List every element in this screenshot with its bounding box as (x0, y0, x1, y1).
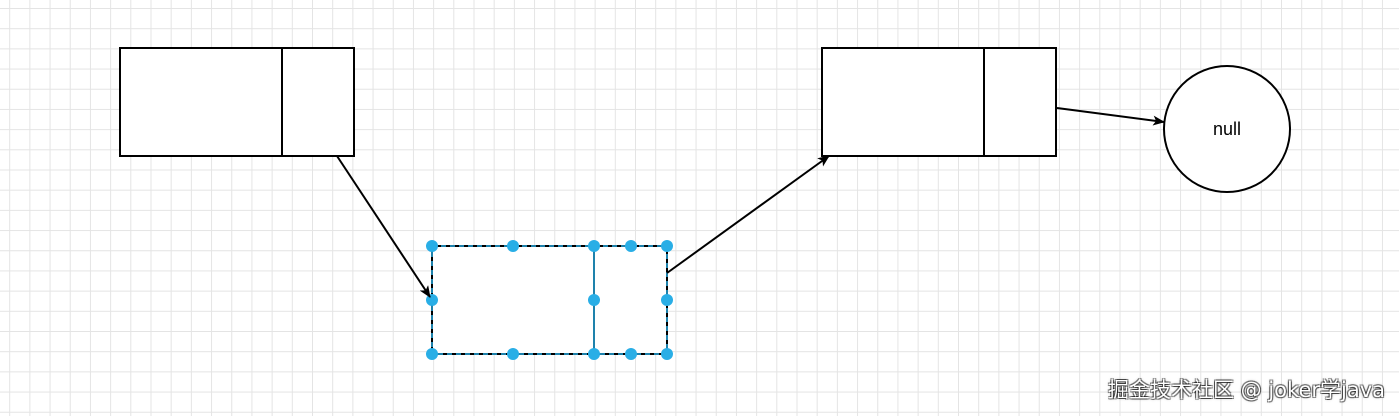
list-node-2[interactable] (821, 47, 1057, 157)
watermark-text: 掘金技术社区 @ joker学java (1108, 378, 1385, 402)
selection-handle[interactable] (588, 348, 600, 360)
arrow-new-to-node2[interactable] (666, 155, 830, 274)
list-node-2-pointer-cell[interactable] (983, 47, 1057, 157)
null-label: null (1213, 119, 1241, 139)
selection-handle[interactable] (426, 240, 438, 252)
selection-handle[interactable] (661, 240, 673, 252)
selection-handle[interactable] (507, 240, 519, 252)
list-node-new-pointer-cell[interactable] (593, 245, 668, 355)
arrow-node2-to-null[interactable] (1056, 107, 1165, 126)
selection-handle[interactable] (588, 294, 600, 306)
list-node-new-selected[interactable] (426, 240, 673, 360)
list-node-1-pointer-cell[interactable] (281, 47, 355, 157)
list-node-2-data-cell[interactable] (821, 47, 985, 157)
selection-handle[interactable] (661, 294, 673, 306)
list-node-1[interactable] (119, 47, 355, 157)
list-node-new-data-cell[interactable] (431, 245, 595, 355)
null-terminal[interactable]: null (1163, 65, 1291, 193)
list-node-1-data-cell[interactable] (119, 47, 283, 157)
selection-handle[interactable] (588, 240, 600, 252)
selection-handle[interactable] (661, 348, 673, 360)
arrow-node1-to-new[interactable] (336, 155, 431, 298)
selection-handle[interactable] (625, 348, 637, 360)
selection-handle[interactable] (426, 348, 438, 360)
selection-handle[interactable] (426, 294, 438, 306)
selection-handle[interactable] (507, 348, 519, 360)
null-circle[interactable] (1163, 65, 1291, 193)
selection-handle[interactable] (625, 240, 637, 252)
